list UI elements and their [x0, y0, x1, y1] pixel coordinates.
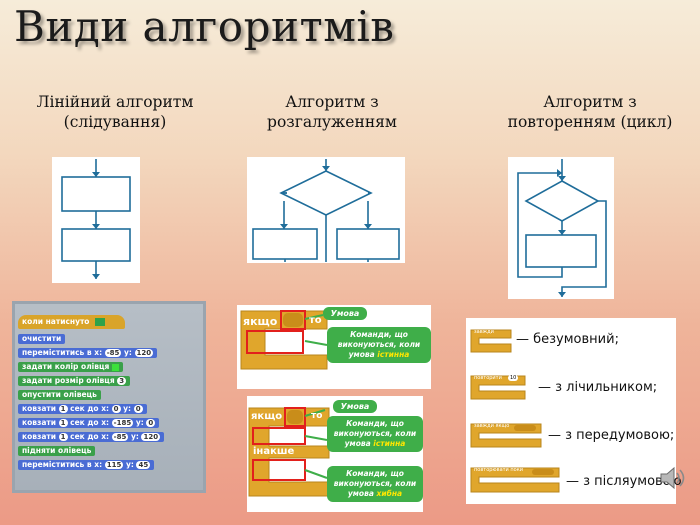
scratch-block-text: опустити олівець: [22, 390, 97, 399]
heading-linear-line2: (слідування): [63, 113, 167, 131]
callout-true: Команди, що виконуються, коли умова істи…: [327, 327, 431, 363]
heading-loop-line1: Алгоритм з: [543, 93, 637, 111]
loop-block-text: повторювати поки: [474, 467, 523, 473]
value-slot[interactable]: 120: [134, 349, 154, 357]
condition-tag: Умова: [323, 307, 367, 320]
callout-false: Команди, що виконуються, коли умова хибн…: [327, 466, 423, 502]
callout-highlight: істинна: [377, 350, 410, 359]
scratch-block-pen-up[interactable]: підняти олівець: [18, 446, 96, 456]
scratch-block-glide[interactable]: ковзати 1 сек до х: -85 у: 120: [18, 432, 165, 442]
scratch-block-text: задати колір олівця: [22, 362, 110, 371]
scratch-block-text: коли натиснуто: [22, 317, 90, 326]
loop-forever-block[interactable]: завжди: [470, 328, 514, 354]
loop-label-forever: — безумовний;: [516, 332, 619, 347]
callout-text: Команди, що виконуються, коли умова: [333, 419, 417, 448]
value-slot[interactable]: 0: [146, 419, 156, 427]
heading-linear: Лінійний алгоритм (слідування): [20, 92, 210, 132]
heading-branching: Алгоритм з розгалуженням: [246, 92, 418, 132]
value-slot[interactable]: 115: [104, 461, 124, 469]
scratch-block-pen-down[interactable]: опустити олівець: [18, 390, 101, 400]
heading-loop-line2: повторенням (цикл): [507, 113, 673, 131]
scratch-ifelse-panel: якщо то інакше Умова Команди, що виконую…: [247, 396, 423, 512]
heading-branching-line1: Алгоритм з: [285, 93, 379, 111]
scratch-block-text: ковзати: [22, 432, 57, 441]
scratch-block-text: ковзати: [22, 418, 57, 427]
scratch-block-text: очистити: [22, 334, 62, 343]
scratch-block-goto[interactable]: переміститись в х: -85 у: 120: [18, 348, 158, 358]
callout-text: Команди, що виконуються, коли умова: [333, 469, 417, 498]
scratch-block-text: задати розмір олівця: [22, 376, 115, 385]
slide-title: Види алгоритмів: [14, 2, 395, 51]
scratch-block-text: сек до х:: [70, 404, 110, 413]
color-swatch[interactable]: [112, 363, 119, 371]
loop-label-precondition: — з передумовою;: [548, 428, 675, 443]
flowchart-loop: [508, 157, 614, 299]
value-slot[interactable]: -85: [111, 433, 129, 441]
condition-tag: Умова: [333, 400, 377, 413]
callout-text: Команди, що виконуються, коли умова: [337, 330, 421, 359]
heading-linear-line1: Лінійний алгоритм: [36, 93, 194, 111]
value-slot[interactable]: 10: [508, 375, 519, 381]
loop-label-postcondition: — з післяумовою: [566, 474, 682, 489]
scratch-block-glide[interactable]: ковзати 1 сек до х: -185 у: 0: [18, 418, 160, 428]
scratch-block-text: у:: [135, 418, 144, 427]
value-slot[interactable]: -85: [104, 349, 122, 357]
value-slot[interactable]: 3: [117, 377, 127, 385]
scratch-block-clear[interactable]: очистити: [18, 334, 66, 344]
scratch-block-text: сек до х:: [70, 432, 110, 441]
value-slot[interactable]: 1: [58, 419, 68, 427]
flowchart-branching: [247, 157, 405, 263]
scratch-block-text: у:: [130, 432, 139, 441]
callout-true: Команди, що виконуються, коли умова істи…: [327, 416, 423, 452]
value-slot[interactable]: 0: [133, 405, 143, 413]
scratch-if-panel: якщо то Умова Команди, що виконуються, к…: [237, 305, 431, 389]
scratch-block-glide[interactable]: ковзати 1 сек до х: 0 у: 0: [18, 404, 147, 414]
scratch-block-text: переміститись в х:: [22, 460, 103, 469]
scratch-block-text: сек до х:: [70, 418, 110, 427]
callout-highlight: істинна: [373, 439, 406, 448]
value-slot[interactable]: 0: [111, 405, 121, 413]
scratch-block-when-flag[interactable]: коли натиснуто: [18, 315, 126, 329]
heading-loop: Алгоритм з повторенням (цикл): [490, 92, 690, 132]
flowchart-linear: [52, 157, 140, 283]
then-label: то: [311, 411, 323, 421]
scratch-block-pen-color[interactable]: задати колір олівця: [18, 362, 123, 372]
heading-branching-line2: розгалуженням: [267, 113, 397, 131]
scratch-linear-panel: коли натиснуто очистити переміститись в …: [12, 301, 206, 493]
scratch-block-text: переміститись в х:: [22, 348, 103, 357]
scratch-block-pen-size[interactable]: задати розмір олівця 3: [18, 376, 131, 386]
else-label: інакше: [253, 446, 295, 457]
if-label: якщо: [251, 411, 283, 422]
scratch-block-goto[interactable]: переміститись в х: 115 у: 45: [18, 460, 155, 470]
loop-repeat-block[interactable]: повторити 10: [470, 374, 528, 400]
scratch-block-text: у:: [125, 460, 134, 469]
loop-while-block[interactable]: завжди якщо: [470, 422, 544, 448]
value-slot[interactable]: 1: [58, 405, 68, 413]
loop-label-counter: — з лічильником;: [538, 380, 658, 395]
value-slot[interactable]: 45: [136, 461, 151, 469]
value-slot[interactable]: 1: [58, 433, 68, 441]
value-slot[interactable]: 120: [141, 433, 161, 441]
scratch-block-text: у:: [123, 348, 132, 357]
if-label: якщо: [243, 315, 278, 328]
loop-until-block[interactable]: повторювати поки: [470, 466, 562, 494]
value-slot[interactable]: -185: [111, 419, 134, 427]
if-block-shape: [240, 310, 328, 370]
loop-block-text: завжди якщо: [474, 423, 510, 429]
scratch-loops-panel: завжди — безумовний; повторити 10 — з лі…: [466, 318, 682, 504]
loop-block-text: повторити: [474, 375, 502, 381]
green-flag-icon: [95, 318, 106, 326]
then-label: то: [309, 315, 322, 326]
scratch-block-text: у:: [123, 404, 132, 413]
scratch-block-text: підняти олівець: [22, 446, 92, 455]
loop-block-text: завжди: [474, 329, 494, 335]
scratch-block-text: ковзати: [22, 404, 57, 413]
speaker-icon[interactable]: [658, 464, 688, 492]
callout-highlight: хибна: [376, 489, 403, 498]
